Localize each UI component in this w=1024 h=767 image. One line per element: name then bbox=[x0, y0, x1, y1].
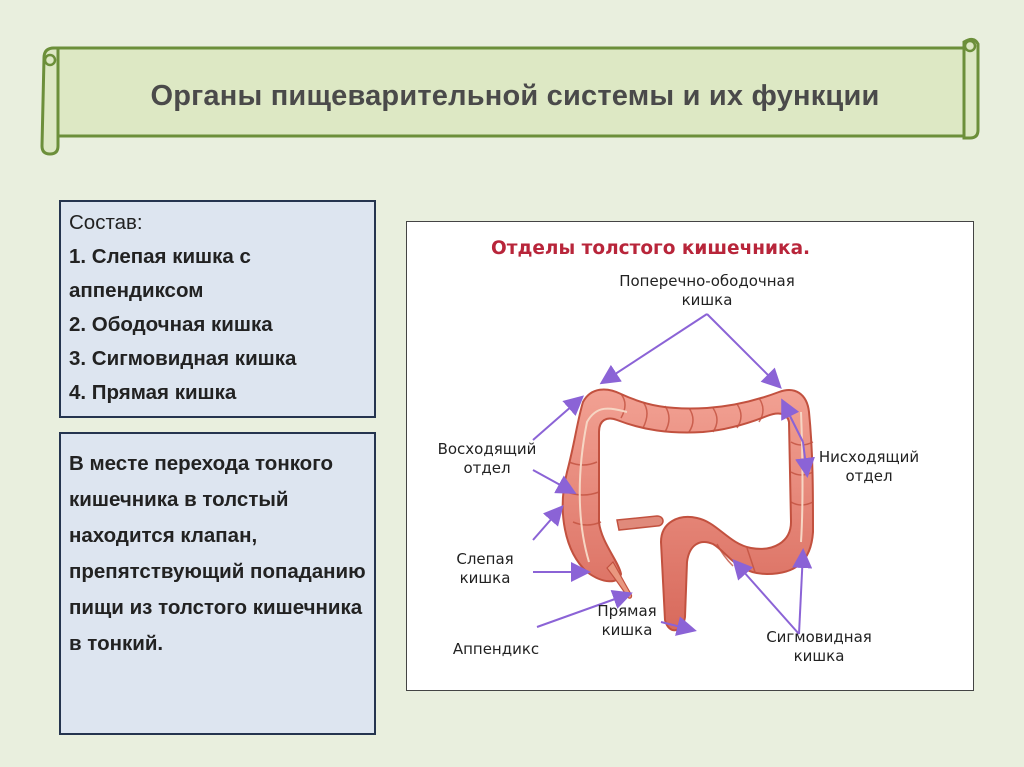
valve-info-box: В месте перехода тонкого кишечника в тол… bbox=[59, 432, 376, 735]
label-cecum: Слепая кишка bbox=[445, 550, 525, 588]
label-line: кишка bbox=[601, 621, 653, 639]
label-line: отдел bbox=[463, 459, 511, 477]
page-title: Органы пищеварительной системы и их функ… bbox=[150, 79, 880, 112]
label-line: кишка bbox=[459, 569, 511, 587]
label-line: Восходящий bbox=[437, 440, 537, 458]
label-ascending: Восходящий отдел bbox=[437, 440, 537, 478]
valve-text: В месте перехода тонкого кишечника в тол… bbox=[69, 452, 366, 655]
label-line: Прямая bbox=[597, 602, 657, 620]
intestine-illustration bbox=[532, 313, 815, 636]
composition-item: 3. Сигмовидная кишка bbox=[69, 347, 297, 370]
colon-shape bbox=[561, 388, 815, 632]
label-descending: Нисходящий отдел bbox=[809, 448, 929, 486]
title-scroll-banner bbox=[40, 37, 980, 156]
diagram-title: Отделы толстого кишечника. bbox=[491, 238, 811, 259]
composition-heading: Состав: bbox=[69, 211, 143, 234]
composition-box: Состав: 1. Слепая кишка с аппендиксом 2.… bbox=[59, 200, 376, 418]
label-line: Нисходящий bbox=[818, 448, 920, 466]
label-line: Слепая bbox=[456, 550, 514, 568]
label-line: Поперечно-ободочная bbox=[619, 272, 795, 290]
composition-item: 4. Прямая кишка bbox=[69, 381, 237, 404]
ileum-shape bbox=[616, 515, 664, 531]
label-line: кишка bbox=[681, 291, 733, 309]
label-appendix: Аппендикс bbox=[452, 640, 540, 658]
large-intestine-diagram: Отделы толстого кишечника. Поперечно-обо… bbox=[406, 221, 974, 691]
label-sigmoid: Сигмовидная кишка bbox=[759, 628, 879, 666]
label-line: кишка bbox=[793, 647, 845, 665]
label-line: отдел bbox=[845, 467, 893, 485]
label-rectum: Прямая кишка bbox=[587, 602, 667, 640]
composition-item: 2. Ободочная кишка bbox=[69, 313, 273, 336]
label-line: Сигмовидная bbox=[766, 628, 872, 646]
label-transverse-colon: Поперечно-ободочная кишка bbox=[587, 272, 827, 310]
composition-item: 1. Слепая кишка с аппендиксом bbox=[69, 245, 251, 302]
